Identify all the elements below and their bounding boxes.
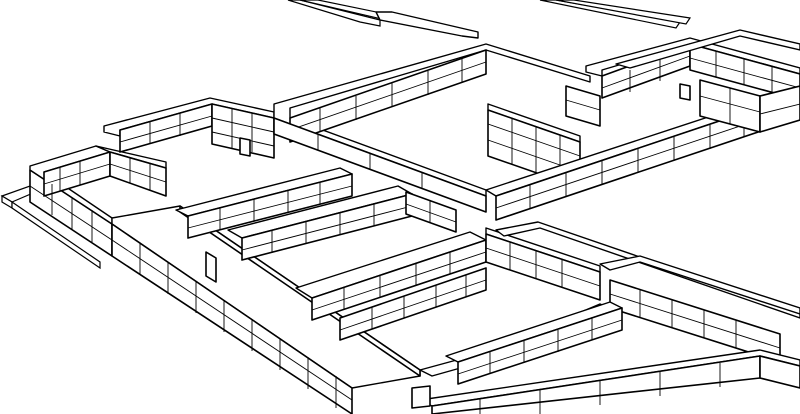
central-large-room-walls bbox=[273, 43, 591, 213]
rear-footing-strip bbox=[287, 0, 479, 39]
left-rear-room-walls bbox=[103, 97, 275, 159]
rear-footing-strip-right bbox=[539, 0, 692, 29]
top-right-room-walls bbox=[565, 29, 800, 133]
lower-right-room-walls bbox=[411, 221, 800, 414]
